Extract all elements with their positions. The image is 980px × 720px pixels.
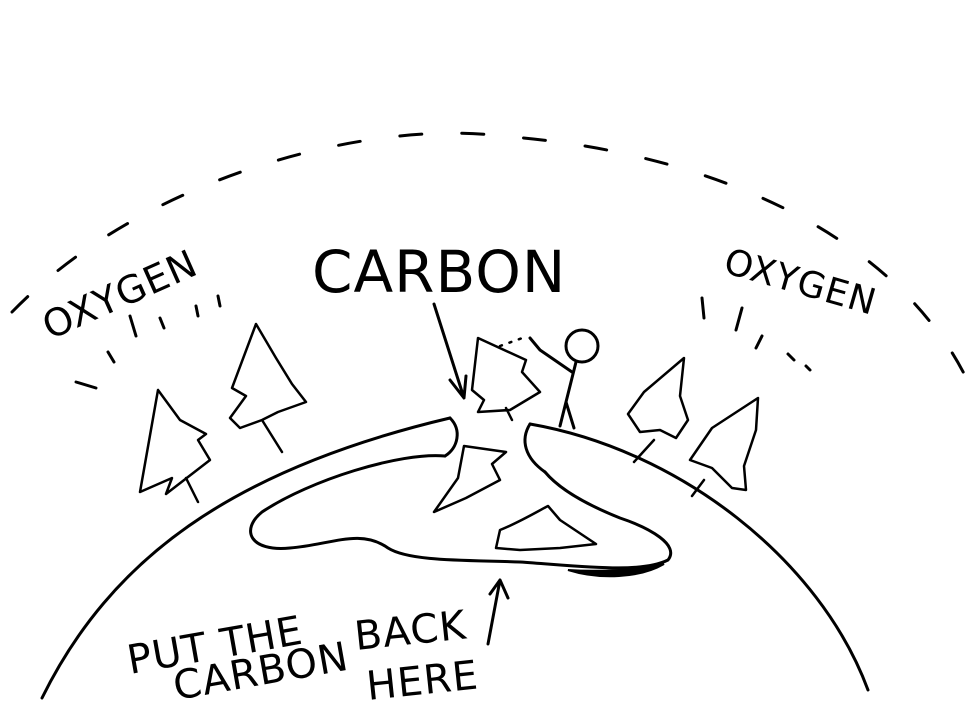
pointing-dots — [498, 334, 530, 348]
oxygen-marks-right — [700, 296, 812, 372]
dug-hole-left-edge — [443, 416, 459, 458]
tree-buried-2 — [494, 504, 598, 552]
tree-left-tall — [228, 322, 308, 454]
label-back: BACK — [352, 602, 469, 660]
tree-right-1 — [626, 356, 690, 464]
label-oxygen-left: OXYGEN — [36, 241, 204, 348]
tree-buried-1 — [432, 444, 508, 514]
cavity-shadow — [567, 563, 665, 578]
tree-right-2 — [688, 396, 760, 498]
label-carbon: CARBON — [312, 238, 566, 306]
earth-surface — [40, 416, 452, 700]
stick-figure — [498, 328, 600, 430]
tree-left-small — [138, 388, 212, 504]
earth-surface-right — [528, 422, 870, 692]
label-oxygen-right: OXYGEN — [720, 241, 882, 323]
label-here: HERE — [364, 652, 481, 709]
put-back-arrow — [486, 578, 510, 646]
underground-cavity — [249, 454, 672, 570]
oxygen-marks-left — [74, 294, 222, 390]
carbon-arrow — [432, 302, 468, 400]
tree-center-top — [470, 336, 542, 422]
atmosphere-dashed-arc — [10, 131, 974, 392]
dug-hole-right-edge — [523, 422, 547, 474]
stick-figure-head — [564, 328, 600, 364]
stick-figure-body — [528, 336, 578, 430]
